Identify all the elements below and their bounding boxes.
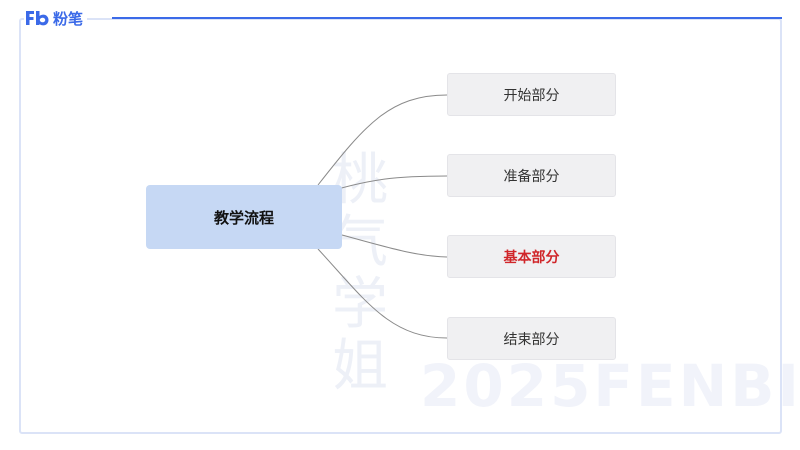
mindmap-root-node: 教学流程 — [146, 185, 342, 249]
connector-3 — [341, 234, 448, 258]
branch-node-basic: 基本部分 — [447, 235, 616, 278]
slide-frame — [19, 18, 782, 434]
connector-1 — [317, 94, 448, 186]
branch-node-end: 结束部分 — [447, 317, 616, 360]
fb-logo-icon — [24, 9, 50, 27]
connector-4 — [317, 248, 448, 339]
fenbi-logo: 粉笔 — [24, 6, 88, 30]
branch-node-preparation: 准备部分 — [447, 154, 616, 197]
branch-node-start: 开始部分 — [447, 73, 616, 116]
logo-text: 粉笔 — [53, 9, 84, 28]
header-rule — [112, 17, 782, 19]
